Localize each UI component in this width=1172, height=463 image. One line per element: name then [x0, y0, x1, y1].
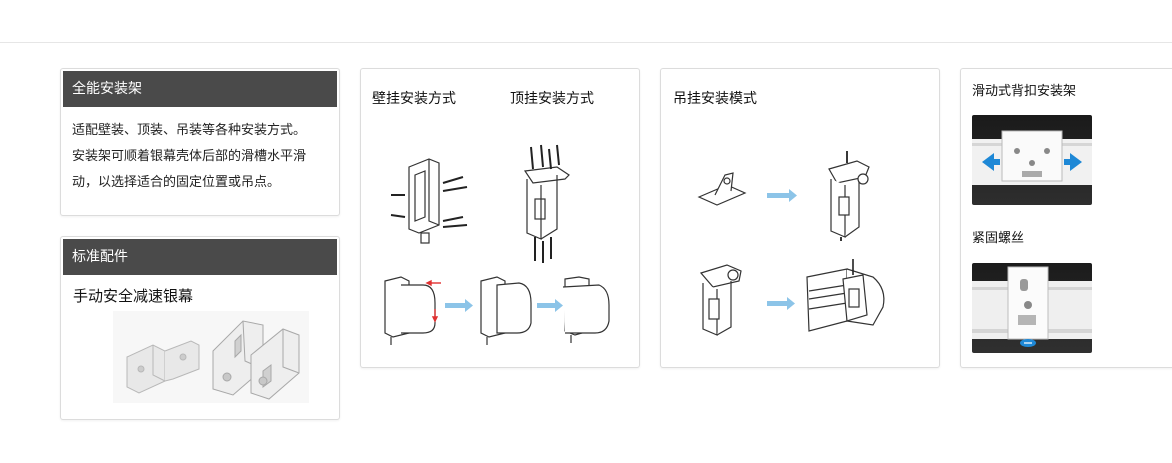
- accessory-title: 手动安全减速银幕: [73, 287, 194, 305]
- description-line: 安装架可顺着银幕壳体后部的滑槽水平滑: [72, 149, 307, 164]
- hanging-top-diagram: [697, 151, 870, 241]
- card-wall-ceiling-install: 壁挂安装方式 顶挂安装方式: [360, 68, 640, 368]
- card-header: 标准配件: [63, 239, 337, 275]
- card-standard-accessories: 标准配件 手动安全减速银幕: [60, 236, 340, 420]
- fastening-screw-label: 紧固螺丝: [972, 231, 1025, 246]
- slide-mount-photo-art: [972, 130, 1092, 185]
- screen-attach-sequence: [384, 276, 610, 345]
- wall-mount-diagram: [390, 158, 468, 244]
- card-universal-mount: 全能安装架 适配壁装、顶装、吊装等各种安装方式。 安装架可顺着银幕壳体后部的滑槽…: [60, 68, 340, 216]
- card-hanging-install: 吊挂安装模式: [660, 68, 940, 368]
- hanging-screen-diagram: [699, 259, 885, 336]
- card-description: 适配壁装、顶装、吊装等各种安装方式。 安装架可顺着银幕壳体后部的滑槽水平滑 动，…: [72, 118, 334, 196]
- card-slide-mount: 滑动式背扣安装架 紧固螺丝: [960, 68, 1172, 368]
- ceiling-mount-diagram: [523, 144, 570, 263]
- hanging-install-label: 吊挂安装模式: [673, 91, 757, 107]
- top-divider: [0, 42, 1172, 43]
- slide-mount-photo: [972, 115, 1092, 205]
- ceiling-install-label: 顶挂安装方式: [510, 91, 594, 107]
- card-header: 全能安装架: [63, 71, 337, 107]
- description-line: 动，以选择适合的固定位置或吊点。: [72, 175, 281, 190]
- wall-install-label: 壁挂安装方式: [372, 91, 456, 107]
- description-line: 适配壁装、顶装、吊装等各种安装方式。: [72, 123, 307, 138]
- fastening-screw-photo: [972, 263, 1092, 353]
- slide-mount-label: 滑动式背扣安装架: [972, 84, 1077, 99]
- fastening-screw-photo-art: [972, 266, 1092, 347]
- brackets-image: [113, 311, 309, 403]
